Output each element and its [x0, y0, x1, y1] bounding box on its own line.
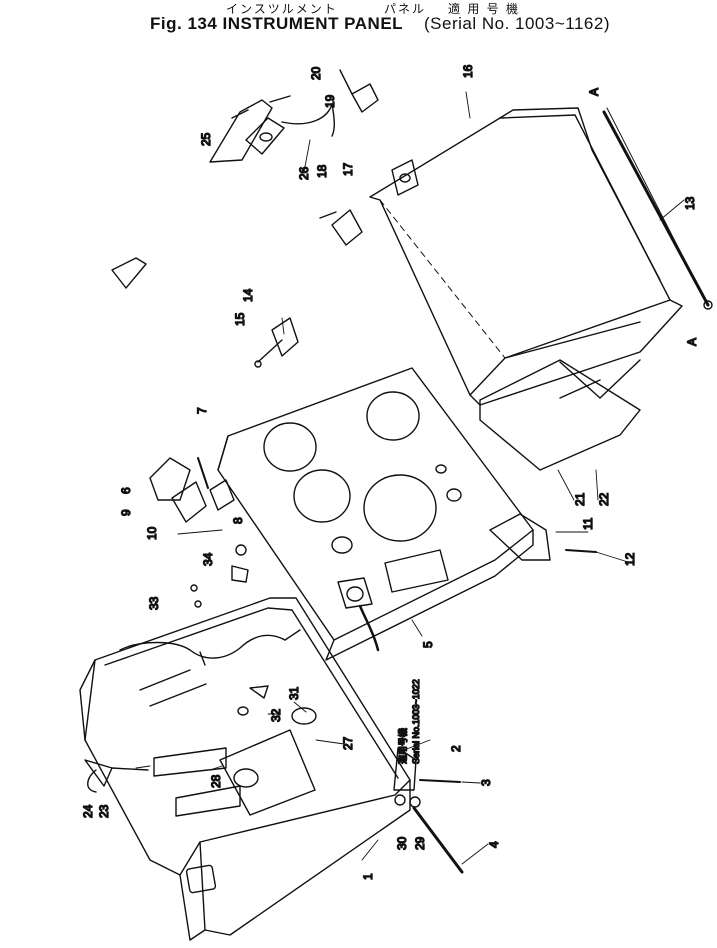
part-label-19: 19 — [323, 94, 337, 108]
part-label-31: 31 — [287, 686, 301, 700]
figure-title: Fig. 134 INSTRUMENT PANEL — [150, 14, 404, 33]
applicable-stamp-jp: 適用号機 — [397, 728, 408, 764]
figure-header: インスツルメント パネル 適 用 号 機 Fig. 134 INSTRUMENT… — [0, 0, 717, 40]
japanese-applicable-label: 適 用 号 機 — [448, 2, 521, 16]
gauge-hole-3 — [293, 469, 351, 523]
part-label-5: 5 — [421, 641, 435, 648]
gauge-hole-1 — [263, 422, 317, 472]
japanese-panel-label: パネル — [384, 2, 427, 16]
part-label-9: 9 — [119, 509, 133, 516]
part-label-17: 17 — [341, 162, 355, 176]
part-label-21: 21 — [573, 492, 587, 506]
part-label-33: 33 — [147, 596, 161, 610]
part-label-7: 7 — [195, 407, 209, 414]
part-label-26: 26 — [297, 166, 311, 180]
bracket-assembly — [209, 95, 335, 163]
left-small-parts — [149, 457, 249, 608]
part-label-2: 2 — [449, 745, 463, 752]
part-label-3: 3 — [479, 779, 493, 786]
part-labels: 1 2 3 4 5 6 7 8 9 10 11 12 13 14 15 16 1… — [80, 64, 697, 881]
part-label-27: 27 — [341, 736, 355, 750]
part-label-12: 12 — [623, 552, 637, 566]
gauge-hole-4 — [363, 474, 437, 542]
part-label-15: 15 — [233, 312, 247, 326]
part-label-14: 14 — [241, 288, 255, 302]
small-parts — [254, 69, 379, 368]
part-label-28: 28 — [209, 774, 223, 788]
wing-nut — [84, 759, 149, 793]
part-label-13: 13 — [683, 196, 697, 210]
part-label-1: 1 — [361, 873, 375, 880]
part-label-8: 8 — [231, 517, 245, 524]
part-label-25: 25 — [199, 132, 213, 146]
part-label-24: 24 — [81, 804, 95, 818]
part-label-20: 20 — [309, 66, 323, 80]
plate — [479, 359, 641, 471]
direction-marker-icon — [111, 257, 147, 289]
japanese-title: インスツルメント — [226, 2, 338, 16]
instrument-panel — [217, 367, 534, 661]
part-label-11: 11 — [581, 517, 595, 530]
part-label-6: 6 — [119, 487, 133, 494]
upper-cover — [369, 107, 683, 406]
part-label-29: 29 — [413, 836, 427, 850]
part-label-18: 18 — [315, 164, 329, 178]
section-mark-bottom: A — [685, 338, 699, 346]
hinge-and-fasteners — [237, 513, 597, 874]
part-label-22: 22 — [597, 492, 611, 506]
rod — [602, 107, 713, 310]
part-label-10: 10 — [145, 526, 159, 540]
part-label-16: 16 — [461, 64, 475, 78]
section-mark-top: A — [587, 88, 601, 96]
serial-range: (Serial No. 1003~1162) — [424, 14, 610, 33]
part-label-32: 32 — [269, 708, 283, 722]
leader-lines — [135, 91, 685, 865]
applicable-stamp-serial: Serial No.1003~1022 — [411, 679, 421, 764]
part-label-23: 23 — [97, 804, 111, 818]
gauge-hole-2 — [366, 391, 420, 441]
part-label-34: 34 — [201, 552, 215, 566]
part-label-4: 4 — [487, 841, 501, 848]
part-label-30: 30 — [395, 836, 409, 850]
